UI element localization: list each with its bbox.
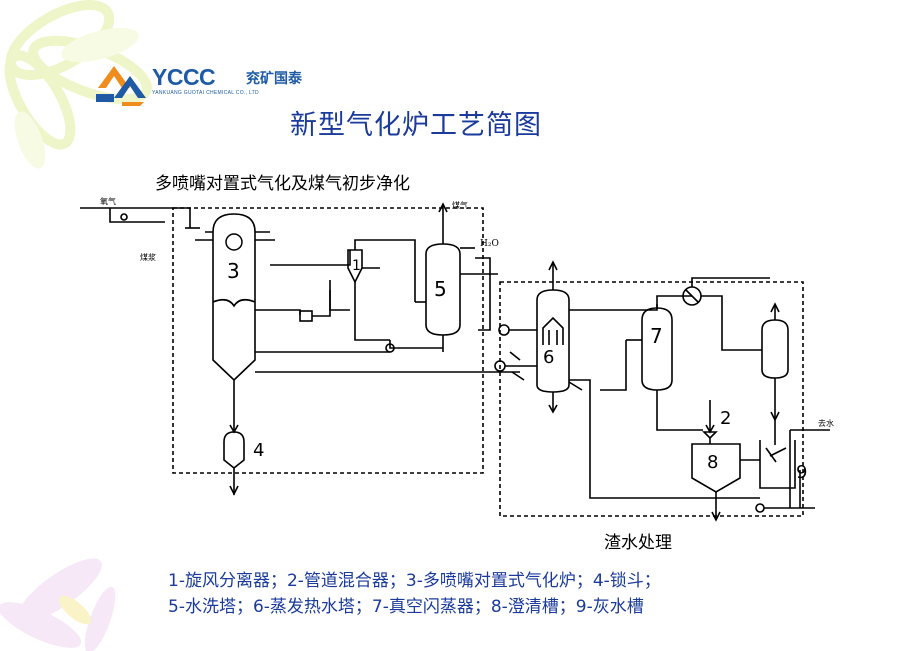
equipment-legend: 1-旋风分离器；2-管道混合器；3-多喷嘴对置式气化炉；4-锁斗； 5-水洗塔；… xyxy=(168,568,661,620)
pipe-mixer-2 xyxy=(702,431,718,440)
clarifier-8 xyxy=(691,443,741,493)
unit-number-6: 6 xyxy=(543,347,554,368)
legend-line-2: 5-水洗塔；6-蒸发热水塔；7-真空闪蒸器；8-澄清槽；9-灰水槽 xyxy=(168,597,644,617)
logo-brand: YCCC xyxy=(152,64,216,90)
outlet-label-gas: 煤气 xyxy=(452,200,468,210)
logo-chinese: 兖矿国泰 xyxy=(246,71,302,87)
outlet-label-water: H₂O xyxy=(480,239,499,249)
gasifier-3-burner xyxy=(225,233,243,251)
section-gasification-box xyxy=(172,207,484,474)
wash-tower-5 xyxy=(425,243,461,336)
gasifier-3 xyxy=(212,213,256,382)
unit-number-9: 9 xyxy=(796,462,807,483)
flower-decoration-bottom-left xyxy=(0,558,116,651)
condenser-vessel xyxy=(761,319,789,379)
section-label-gasification: 多喷嘴对置式气化及煤气初步净化 xyxy=(155,174,410,194)
section-water-box xyxy=(499,281,804,517)
inlet-label-oxygen: 氧气 xyxy=(100,196,116,206)
inlet-label-slurry: 煤浆 xyxy=(140,252,156,262)
cyclone-separator-1 xyxy=(347,249,363,284)
unit-number-1: 1 xyxy=(352,258,361,274)
outlet-label-right: 去水 xyxy=(818,418,834,428)
vacuum-flash-7 xyxy=(641,307,673,391)
evaporation-tower-6 xyxy=(536,289,570,393)
section-label-water: 渣水处理 xyxy=(604,533,672,553)
unit-number-7: 7 xyxy=(650,324,663,348)
unit-number-5: 5 xyxy=(434,277,447,301)
grey-water-tank-9 xyxy=(759,440,796,489)
unit-number-3: 3 xyxy=(227,259,240,283)
legend-line-1: 1-旋风分离器；2-管道混合器；3-多喷嘴对置式气化炉；4-锁斗； xyxy=(168,571,661,591)
lock-hopper-4 xyxy=(223,431,245,470)
unit-number-2: 2 xyxy=(720,408,731,429)
unit-number-4: 4 xyxy=(253,440,264,461)
flower-decoration-top-left xyxy=(4,0,152,169)
logo-mark-icon xyxy=(96,66,146,106)
page-title: 新型气化炉工艺简图 xyxy=(290,110,542,141)
unit-number-8: 8 xyxy=(707,452,718,473)
logo-subtitle: YANKUANG GUOTAI CHEMICAL CO., LTD xyxy=(152,90,259,96)
company-logo: YCCC 兖矿国泰 YANKUANG GUOTAI CHEMICAL CO., … xyxy=(92,58,322,110)
